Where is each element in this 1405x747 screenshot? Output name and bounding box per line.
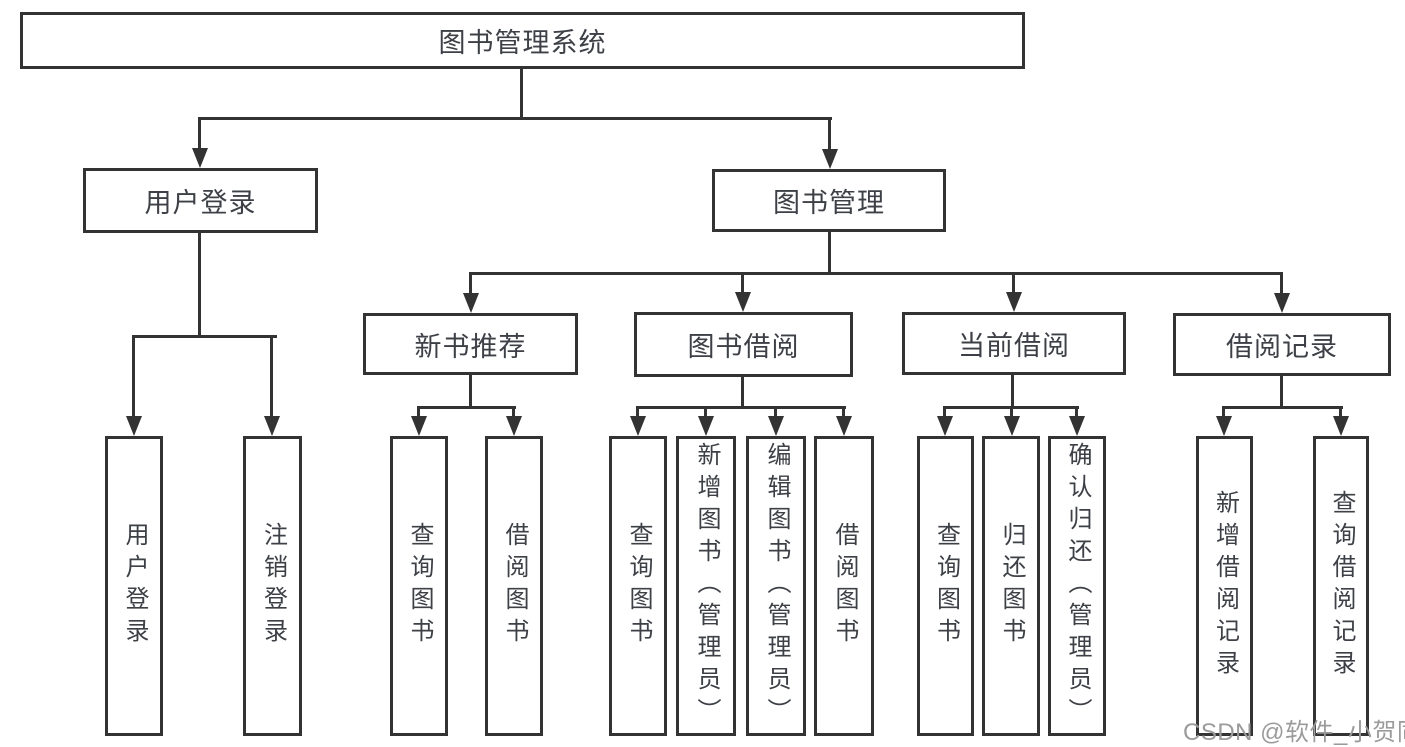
connector-user-login-bar bbox=[133, 335, 277, 338]
leaf-g4-return-books-label: 归还图书 bbox=[998, 522, 1025, 650]
node-current-borrowing-label: 当前借阅 bbox=[958, 331, 1070, 361]
connector-book-management-stub bbox=[828, 232, 831, 274]
leaf-user-login-label: 用户登录 bbox=[121, 522, 148, 650]
connector-arrow-book-management-stem bbox=[828, 117, 831, 150]
leaf-g2-query-books-label: 查询图书 bbox=[406, 522, 433, 650]
leaf-g3-query-books-label: 查询图书 bbox=[625, 522, 652, 650]
arrowhead-new-book-recommend bbox=[463, 293, 479, 313]
node-user-login: 用户登录 bbox=[83, 168, 318, 233]
connector-book-borrowing-stub bbox=[741, 377, 744, 408]
node-borrowing-records: 借阅记录 bbox=[1173, 313, 1391, 376]
node-book-management: 图书管理 bbox=[712, 169, 946, 232]
node-root-label: 图书管理系统 bbox=[438, 28, 607, 58]
leaf-user-login: 用户登录 bbox=[105, 436, 163, 736]
connector-root-stub bbox=[520, 69, 523, 118]
connector-arrow-g4-1-stem bbox=[943, 406, 946, 420]
connector-arrow-g5-1-stem bbox=[1222, 406, 1225, 420]
connector-borrowing-records-stub bbox=[1280, 376, 1283, 408]
leaf-g3-add-book-admin: 新增图书（管理员） bbox=[676, 436, 736, 736]
arrowhead-book-borrowing bbox=[735, 292, 751, 312]
leaf-g5-add-borrow-record: 新增借阅记录 bbox=[1196, 436, 1253, 736]
leaf-g5-add-borrow-record-label: 新增借阅记录 bbox=[1211, 490, 1239, 682]
node-borrowing-records-label: 借阅记录 bbox=[1226, 332, 1338, 362]
arrowhead-g4-return-books bbox=[1004, 416, 1020, 436]
leaf-g4-return-books: 归还图书 bbox=[982, 436, 1040, 736]
node-book-borrowing-label: 图书借阅 bbox=[687, 332, 800, 362]
leaf-g4-query-books-label: 查询图书 bbox=[932, 522, 960, 650]
arrowhead-g5-add-record bbox=[1216, 416, 1232, 436]
connector-arrow-g2-2-stem bbox=[512, 406, 515, 420]
leaf-g5-query-borrow-record: 查询借阅记录 bbox=[1313, 436, 1369, 736]
arrowhead-logout bbox=[264, 416, 280, 436]
leaf-logout-label: 注销登录 bbox=[259, 522, 287, 650]
node-current-borrowing: 当前借阅 bbox=[902, 312, 1126, 375]
arrowhead-g3-edit-book bbox=[768, 416, 784, 436]
connector-arrow-g4-3-stem bbox=[1075, 406, 1078, 420]
node-user-login-label: 用户登录 bbox=[144, 188, 257, 218]
leaf-g4-query-books: 查询图书 bbox=[917, 436, 974, 736]
arrowhead-g5-query-record bbox=[1333, 416, 1349, 436]
connector-arrow-borrowing-records-stem bbox=[1280, 272, 1283, 296]
connector-borrowing-records-bar bbox=[1223, 406, 1343, 409]
arrowhead-g3-add-book bbox=[698, 416, 714, 436]
leaf-g2-borrow-books-label: 借阅图书 bbox=[501, 522, 528, 650]
node-book-management-label: 图书管理 bbox=[773, 188, 885, 218]
connector-arrow-g3-3-stem bbox=[774, 406, 777, 420]
csdn-watermark: CSDN @软件_小贺同学 bbox=[1183, 719, 1405, 746]
arrowhead-current-borrowing bbox=[1006, 292, 1022, 312]
arrowhead-login bbox=[126, 416, 142, 436]
connector-root-bar bbox=[199, 117, 832, 120]
leaf-g2-borrow-books: 借阅图书 bbox=[485, 436, 543, 736]
arrowhead-g2-borrow-books bbox=[506, 416, 522, 436]
leaf-g3-edit-book-admin-label: 编辑图书（管理员） bbox=[763, 442, 790, 730]
arrowhead-g4-confirm-return bbox=[1069, 416, 1085, 436]
leaf-logout: 注销登录 bbox=[243, 436, 302, 736]
connector-arrow-g4-2-stem bbox=[1010, 406, 1013, 420]
connector-new-book-bar bbox=[418, 406, 516, 409]
leaf-g4-confirm-return-admin: 确认归还（管理员） bbox=[1048, 436, 1106, 736]
arrowhead-user-login bbox=[192, 148, 208, 168]
connector-arrow-login-stem bbox=[132, 335, 135, 418]
connector-arrow-current-borrowing-stem bbox=[1012, 272, 1015, 296]
node-new-book-recommend-label: 新书推荐 bbox=[414, 331, 527, 362]
arrowhead-g3-borrow-books bbox=[836, 416, 852, 436]
leaf-g3-query-books: 查询图书 bbox=[609, 436, 667, 736]
connector-book-borrowing-bar bbox=[637, 406, 846, 409]
leaf-g5-query-borrow-record-label: 查询借阅记录 bbox=[1328, 490, 1355, 682]
connector-arrow-user-login-stem bbox=[198, 117, 201, 150]
connector-user-login-stub bbox=[198, 233, 201, 337]
leaf-g2-query-books: 查询图书 bbox=[390, 436, 448, 736]
connector-new-book-stub bbox=[469, 375, 472, 408]
connector-arrow-book-borrowing-stem bbox=[741, 272, 744, 296]
node-book-borrowing: 图书借阅 bbox=[634, 312, 853, 377]
connector-arrow-g3-1-stem bbox=[636, 406, 639, 420]
connector-arrow-new-book-stem bbox=[469, 272, 472, 296]
arrowhead-borrowing-records bbox=[1274, 293, 1290, 313]
connector-arrow-g3-4-stem bbox=[842, 406, 845, 420]
connector-arrow-g5-2-stem bbox=[1339, 406, 1342, 420]
node-root: 图书管理系统 bbox=[20, 12, 1025, 69]
leaf-g3-add-book-admin-label: 新增图书（管理员） bbox=[693, 442, 720, 730]
arrowhead-g4-query-books bbox=[937, 416, 953, 436]
connector-arrow-logout-stem bbox=[270, 335, 273, 418]
leaf-g3-borrow-books-label: 借阅图书 bbox=[831, 522, 858, 650]
leaf-g3-edit-book-admin: 编辑图书（管理员） bbox=[746, 436, 806, 736]
arrowhead-g2-query-books bbox=[411, 416, 427, 436]
arrowhead-book-management bbox=[822, 149, 838, 169]
leaf-g4-confirm-return-admin-label: 确认归还（管理员） bbox=[1064, 442, 1091, 730]
connector-current-borrowing-stub bbox=[1011, 375, 1014, 408]
connector-arrow-g2-1-stem bbox=[417, 406, 420, 420]
leaf-g3-borrow-books: 借阅图书 bbox=[814, 436, 874, 736]
arrowhead-g3-query-books bbox=[630, 416, 646, 436]
node-new-book-recommend: 新书推荐 bbox=[363, 313, 578, 375]
connector-arrow-g3-2-stem bbox=[704, 406, 707, 420]
connector-book-management-bar bbox=[470, 272, 1282, 275]
